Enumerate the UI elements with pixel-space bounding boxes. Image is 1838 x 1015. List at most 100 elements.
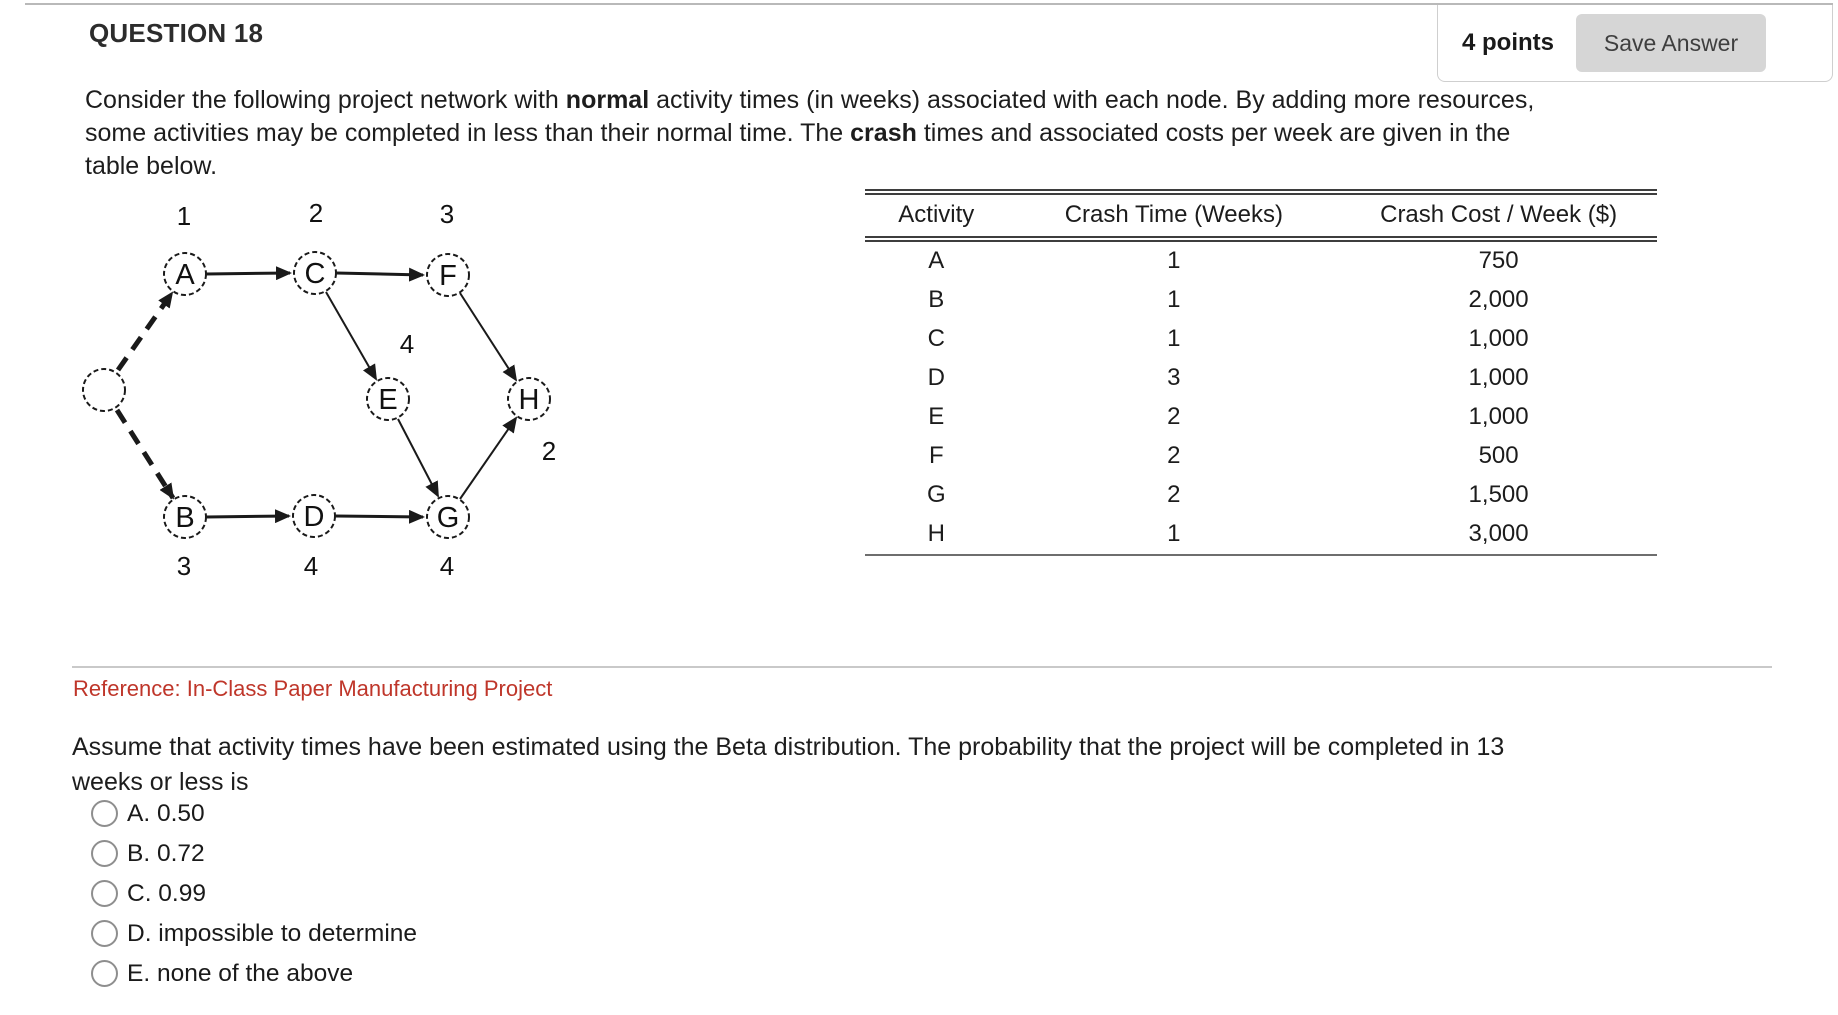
cell-crash-time: 2 bbox=[1167, 403, 1181, 430]
question-text-line-1: Assume that activity times have been est… bbox=[72, 733, 1505, 761]
section-divider bbox=[72, 666, 1772, 668]
radio-option-d[interactable] bbox=[91, 920, 118, 947]
radio-option-c[interactable] bbox=[91, 880, 118, 907]
time-label-b: 3 bbox=[177, 551, 191, 581]
option-a[interactable]: A. 0.50 bbox=[91, 800, 417, 827]
time-label-g: 4 bbox=[440, 551, 454, 581]
cell-crash-time: 1 bbox=[1167, 247, 1181, 274]
node-c bbox=[293, 251, 337, 295]
edge-f-h bbox=[459, 292, 518, 382]
points-label: 4 points bbox=[1462, 29, 1555, 56]
save-answer-button[interactable]: Save Answer bbox=[1576, 14, 1767, 72]
node-h bbox=[507, 377, 551, 421]
question-text: Assume that activity times have been est… bbox=[72, 730, 1504, 800]
option-b-label: B. 0.72 bbox=[127, 839, 205, 867]
cell-crash-time: 1 bbox=[1167, 325, 1181, 352]
edge-a-c bbox=[205, 266, 292, 281]
cell-activity: F bbox=[928, 442, 944, 469]
cell-crash-cost: 1,000 bbox=[1468, 403, 1529, 430]
cell-crash-cost: 3,000 bbox=[1340, 515, 1657, 556]
cell-activity: A bbox=[928, 247, 945, 274]
node-h-label: H bbox=[519, 384, 540, 416]
option-e-label: E. none of the above bbox=[127, 959, 354, 987]
cell-crash-cost: 500 bbox=[1478, 442, 1519, 469]
answer-options: A. 0.50 B. 0.72 C. 0.99 D. impossible to… bbox=[91, 800, 417, 1000]
cell-crash-cost: 1,000 bbox=[1468, 325, 1529, 352]
cell-crash-time: 1 bbox=[1167, 286, 1181, 313]
edge-start-b bbox=[114, 408, 176, 500]
cell-activity: E bbox=[928, 403, 945, 430]
node-a bbox=[163, 252, 207, 296]
col-header-crash-time: Crash Time (Weeks) bbox=[1007, 189, 1341, 242]
table-row: A 1 750 bbox=[865, 239, 1657, 281]
cell-activity: G bbox=[926, 481, 946, 508]
option-a-label: A. 0.50 bbox=[127, 799, 205, 827]
cell-crash-cost: 1,000 bbox=[1468, 364, 1529, 391]
table-row: G 2 1,500 bbox=[865, 476, 1657, 515]
radio-option-a[interactable] bbox=[91, 800, 118, 827]
project-network-diagram: A C F E H B D G 1 2 3 4 2 3 4 4 bbox=[82, 198, 556, 581]
time-label-d: 4 bbox=[304, 551, 318, 581]
cell-crash-time: 1 bbox=[1007, 515, 1341, 556]
col-header-activity: Activity bbox=[865, 189, 1008, 242]
cell-crash-cost: 2,000 bbox=[1468, 286, 1529, 313]
table-row: H 1 3,000 bbox=[865, 515, 1657, 556]
time-label-f: 3 bbox=[440, 199, 454, 229]
node-e-label: E bbox=[378, 384, 397, 416]
option-c[interactable]: C. 0.99 bbox=[91, 880, 417, 907]
node-f-label: F bbox=[439, 260, 457, 292]
radio-option-e[interactable] bbox=[91, 960, 118, 987]
node-b-label: B bbox=[175, 502, 194, 534]
cell-activity: D bbox=[927, 364, 945, 391]
edge-d-g bbox=[334, 509, 425, 524]
time-label-h: 2 bbox=[542, 436, 556, 466]
node-c-label: C bbox=[305, 258, 326, 290]
option-b[interactable]: B. 0.72 bbox=[91, 840, 417, 867]
table-row: C 1 1,000 bbox=[865, 320, 1657, 359]
node-d bbox=[292, 494, 336, 538]
node-g bbox=[426, 495, 470, 539]
cell-crash-time: 3 bbox=[1167, 364, 1181, 391]
edge-e-g bbox=[397, 418, 439, 498]
option-d-label: D. impossible to determine bbox=[127, 919, 418, 947]
option-e[interactable]: E. none of the above bbox=[91, 960, 417, 987]
node-f bbox=[426, 253, 470, 297]
node-b bbox=[163, 495, 207, 539]
radio-option-b[interactable] bbox=[91, 840, 118, 867]
edge-c-f bbox=[335, 267, 425, 282]
time-label-e: 4 bbox=[400, 329, 414, 359]
crash-table-header-row: Activity Crash Time (Weeks) Crash Cost /… bbox=[865, 189, 1657, 242]
panel-top-border bbox=[25, 3, 1833, 5]
cell-activity: H bbox=[865, 515, 1008, 556]
cell-crash-time: 2 bbox=[1167, 442, 1181, 469]
question-intro: Consider the following project network w… bbox=[85, 84, 1534, 183]
cell-activity: C bbox=[927, 325, 945, 352]
table-row: E 2 1,000 bbox=[865, 398, 1657, 437]
intro-line-3: table below. bbox=[85, 152, 218, 180]
intro-line-2: some activities may be completed in less… bbox=[85, 119, 1511, 147]
cell-crash-cost: 750 bbox=[1478, 247, 1519, 274]
node-g-label: G bbox=[437, 502, 460, 534]
option-c-label: C. 0.99 bbox=[127, 879, 206, 907]
reference-note: Reference: In-Class Paper Manufacturing … bbox=[73, 676, 553, 701]
time-label-a: 1 bbox=[177, 201, 191, 231]
node-e bbox=[366, 377, 410, 421]
table-row: D 3 1,000 bbox=[865, 359, 1657, 398]
node-a-label: A bbox=[175, 259, 195, 291]
table-row: B 1 2,000 bbox=[865, 281, 1657, 320]
cell-activity: B bbox=[928, 286, 945, 313]
crash-table: Activity Crash Time (Weeks) Crash Cost /… bbox=[865, 189, 1657, 556]
table-row: F 2 500 bbox=[865, 437, 1657, 476]
node-start bbox=[82, 368, 126, 412]
intro-line-1: Consider the following project network w… bbox=[85, 86, 1535, 114]
question-title: QUESTION 18 bbox=[89, 18, 264, 48]
node-d-label: D bbox=[304, 501, 325, 533]
time-label-c: 2 bbox=[309, 198, 323, 228]
option-d[interactable]: D. impossible to determine bbox=[91, 920, 417, 947]
question-text-line-2: weeks or less is bbox=[72, 768, 249, 796]
edge-g-h bbox=[459, 416, 518, 500]
edge-c-e bbox=[325, 291, 377, 381]
edge-b-d bbox=[205, 509, 291, 524]
cell-crash-time: 2 bbox=[1167, 481, 1181, 508]
